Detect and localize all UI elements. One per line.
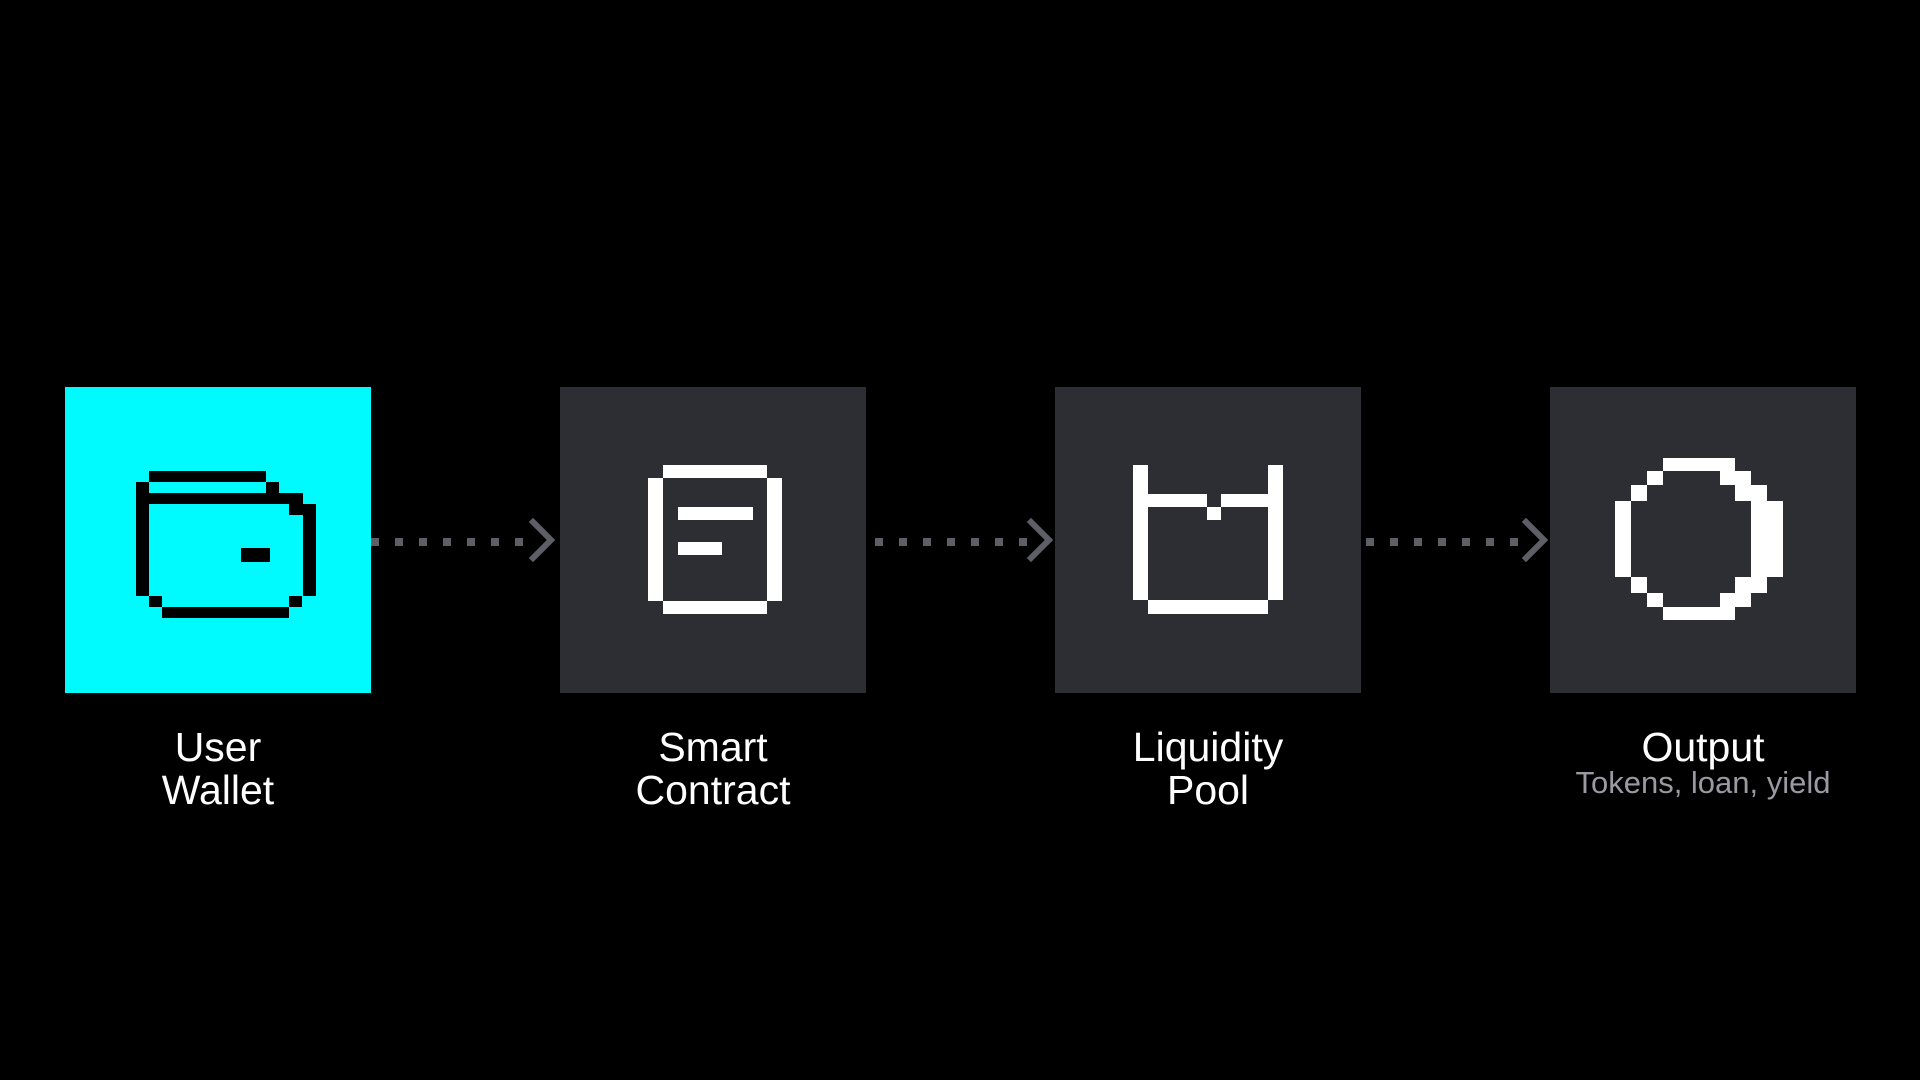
node-label-liquidity-pool: Liquidity Pool — [1008, 726, 1408, 812]
dotted-arrow-icon — [371, 518, 556, 562]
label-line-1: Output — [1641, 724, 1765, 770]
dotted-arrow-icon — [1366, 518, 1549, 562]
pool-icon — [1133, 465, 1283, 614]
label-line-1: Smart — [658, 724, 768, 770]
node-label-user-wallet: User Wallet — [18, 726, 418, 812]
node-label-output: Output Tokens, loan, yield — [1503, 726, 1903, 799]
label-line-2: Wallet — [161, 767, 275, 813]
label-line-2: Contract — [635, 767, 791, 813]
label-line-2: Pool — [1166, 767, 1250, 813]
node-label-smart-contract: Smart Contract — [513, 726, 913, 812]
node-user-wallet — [65, 387, 371, 693]
label-line-1: Liquidity — [1132, 724, 1284, 770]
wallet-icon — [136, 471, 316, 618]
coin-icon — [1615, 458, 1783, 620]
connector-arrow-1 — [371, 518, 566, 562]
connector-arrow-3 — [1360, 518, 1555, 562]
node-liquidity-pool — [1055, 387, 1361, 693]
node-output — [1550, 387, 1856, 693]
node-smart-contract — [560, 387, 866, 693]
dotted-arrow-icon — [875, 518, 1054, 562]
document-icon — [648, 465, 782, 614]
label-subtitle: Tokens, loan, yield — [1575, 765, 1831, 800]
connector-arrow-2 — [875, 518, 1060, 562]
label-line-1: User — [174, 724, 262, 770]
